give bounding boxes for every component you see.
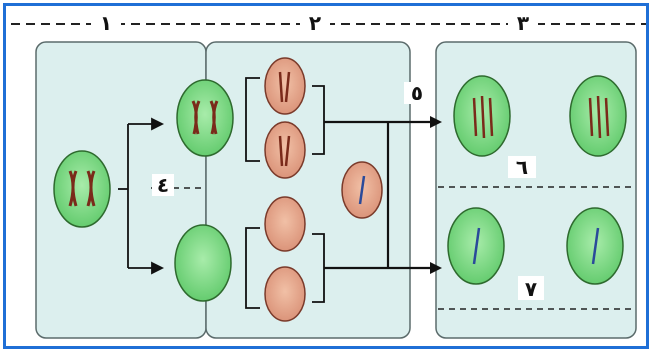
final-cell-top-right [569,75,627,157]
salmon-cell-3 [264,196,306,252]
final-cell-bottom-right [566,207,624,285]
label-7: ٧ [525,277,537,301]
label-6: ٦ [516,155,528,179]
arrowhead-top [430,116,442,128]
salmon-cell-4 [264,266,306,322]
meiosis-diagram: ١ ٢ ٣ ٤ [11,10,646,339]
salmon-cell-5 [341,161,383,219]
diagram-frame: ١ ٢ ٣ ٤ [3,3,649,349]
final-cell-bottom-left [447,207,505,285]
salmon-cell-2 [264,121,306,179]
parent-cell [53,150,111,228]
salmon-cell-1 [264,57,306,115]
panel-2 [205,41,411,339]
split-brace [118,117,165,275]
final-cell-top-left [453,75,511,157]
arrows-to-panel-3 [324,120,432,270]
panel-1-label: ١ [100,11,112,35]
arrowhead-bottom [430,262,442,274]
label-5: ٥ [411,81,423,105]
daughter-cell-top [176,79,234,157]
label-4: ٤ [157,173,169,197]
panel-3-label: ٣ [517,11,529,35]
panel-2-label: ٢ [309,11,321,35]
daughter-cell-bottom [174,224,232,302]
